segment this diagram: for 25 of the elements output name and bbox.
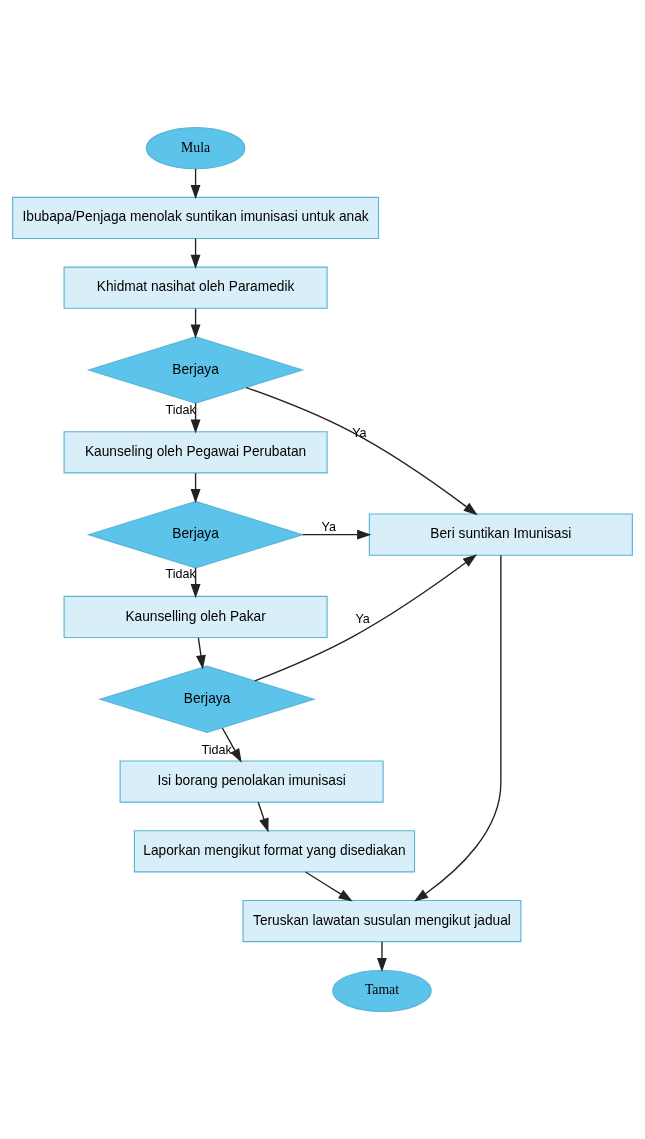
arrow bbox=[304, 871, 353, 902]
arrow bbox=[245, 386, 478, 516]
edge-label: Ya bbox=[321, 519, 337, 534]
edge-label: Tidak bbox=[201, 743, 232, 758]
arrow bbox=[301, 529, 372, 540]
node-diamond: Berjaya bbox=[86, 336, 305, 404]
node-box: Teruskan lawatan susulan mengikut jadual bbox=[242, 899, 522, 943]
arrow bbox=[196, 637, 206, 670]
arrow bbox=[254, 554, 477, 682]
node-diamond: Berjaya bbox=[98, 665, 316, 734]
node-box: Ibubapa/Penjaga menolak suntikan imunisasi untuk anak bbox=[12, 196, 380, 240]
arrow bbox=[377, 941, 387, 973]
node-box: Khidmat nasihat oleh Paramedik bbox=[63, 266, 328, 309]
arrow bbox=[414, 554, 502, 902]
node-box: Kaunselling oleh Pakar bbox=[63, 595, 328, 639]
edge-label: Ya bbox=[355, 612, 370, 627]
node-box: Laporkan mengikut format yang disediakan bbox=[133, 830, 416, 873]
node-ellipse: Mula bbox=[145, 127, 246, 170]
node-diamond: Berjaya bbox=[86, 500, 305, 569]
node-box: Kaunseling oleh Pegawai Perubatan bbox=[63, 431, 328, 474]
arrow bbox=[221, 727, 242, 763]
arrow bbox=[257, 801, 269, 833]
node-box: Beri suntikan Imunisasi bbox=[368, 513, 633, 556]
node-box: Isi borang penolakan imunisasi bbox=[119, 760, 384, 803]
node-ellipse: Tamat bbox=[332, 969, 432, 1012]
